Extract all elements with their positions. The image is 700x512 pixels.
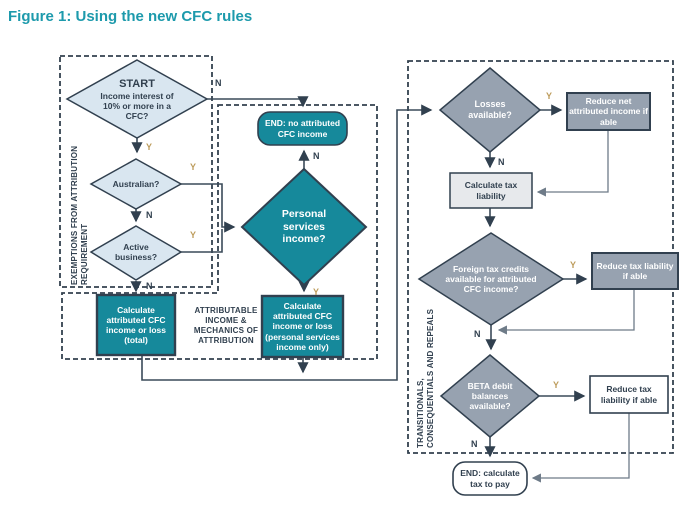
end-no-income-shape <box>257 111 348 146</box>
connector-active-personal <box>181 229 223 253</box>
transitionals-label-line2: CONSEQUENTIALS AND REPEALS <box>426 308 435 448</box>
calc-tax-box-shape <box>449 172 533 209</box>
connector-reducenet-calctax <box>536 130 609 197</box>
connector-reducetax1-merge <box>497 289 635 335</box>
connector-start-endnoincome <box>207 96 309 108</box>
exemptions-label-line1: EXEMPTIONS FROM ATTRIBUTION <box>70 145 79 285</box>
edge-label-beta-no: N <box>471 439 478 449</box>
reduce-net-box-shape <box>566 92 651 131</box>
edge-label-active-yes: Y <box>190 230 197 240</box>
australian-diamond-shape <box>89 158 183 210</box>
calc-total-box-shape <box>95 293 177 357</box>
exemptions-section-label: EXEMPTIONS FROM ATTRIBUTION REQUIREMENT <box>70 145 90 285</box>
edge-label-active-no: N <box>146 281 153 291</box>
start-diamond-shape <box>65 59 209 139</box>
beta-diamond-shape <box>439 354 541 438</box>
transitionals-section-label: TRANSITIONALS, CONSEQUENTIALS AND REPEAL… <box>416 298 436 448</box>
edge-label-foreign-no: N <box>474 329 481 339</box>
edge-label-losses-no: N <box>498 157 505 167</box>
calc-psi-box-shape <box>260 294 345 359</box>
foreign-credits-diamond-shape <box>417 232 565 326</box>
end-calc-tax-shape <box>452 461 528 496</box>
reduce-tax-2-box-shape <box>589 375 669 414</box>
connector-calctotal-losses <box>141 104 433 381</box>
losses-diamond-shape <box>438 67 542 153</box>
edge-label-australian-no: N <box>146 210 153 220</box>
edge-label-losses-yes: Y <box>546 91 553 101</box>
reduce-tax-1-box-shape <box>591 252 679 290</box>
connector-reducetax2-endcalctax <box>531 413 630 483</box>
figure-title: Figure 1: Using the new CFC rules <box>8 8 253 25</box>
personal-services-diamond-shape <box>240 167 368 287</box>
transitionals-label-line1: TRANSITIONALS, <box>416 378 425 448</box>
edge-label-australian-yes: Y <box>190 162 197 172</box>
attributable-section-label: ATTRIBUTABLE INCOME & MECHANICS OF ATTRI… <box>193 306 259 345</box>
edge-label-beta-yes: Y <box>553 380 560 390</box>
edge-label-personal-no: N <box>313 151 320 161</box>
connector-australian-personal <box>181 183 236 233</box>
edge-label-start-yes: Y <box>146 142 153 152</box>
edge-label-personal-yes: Y <box>313 287 320 297</box>
exemptions-label-line2: REQUIREMENT <box>80 223 89 285</box>
attributable-section-border <box>61 104 378 360</box>
edge-label-start-no: N <box>215 78 222 88</box>
edge-label-foreign-yes: Y <box>570 260 577 270</box>
active-business-diamond-shape <box>89 225 183 281</box>
